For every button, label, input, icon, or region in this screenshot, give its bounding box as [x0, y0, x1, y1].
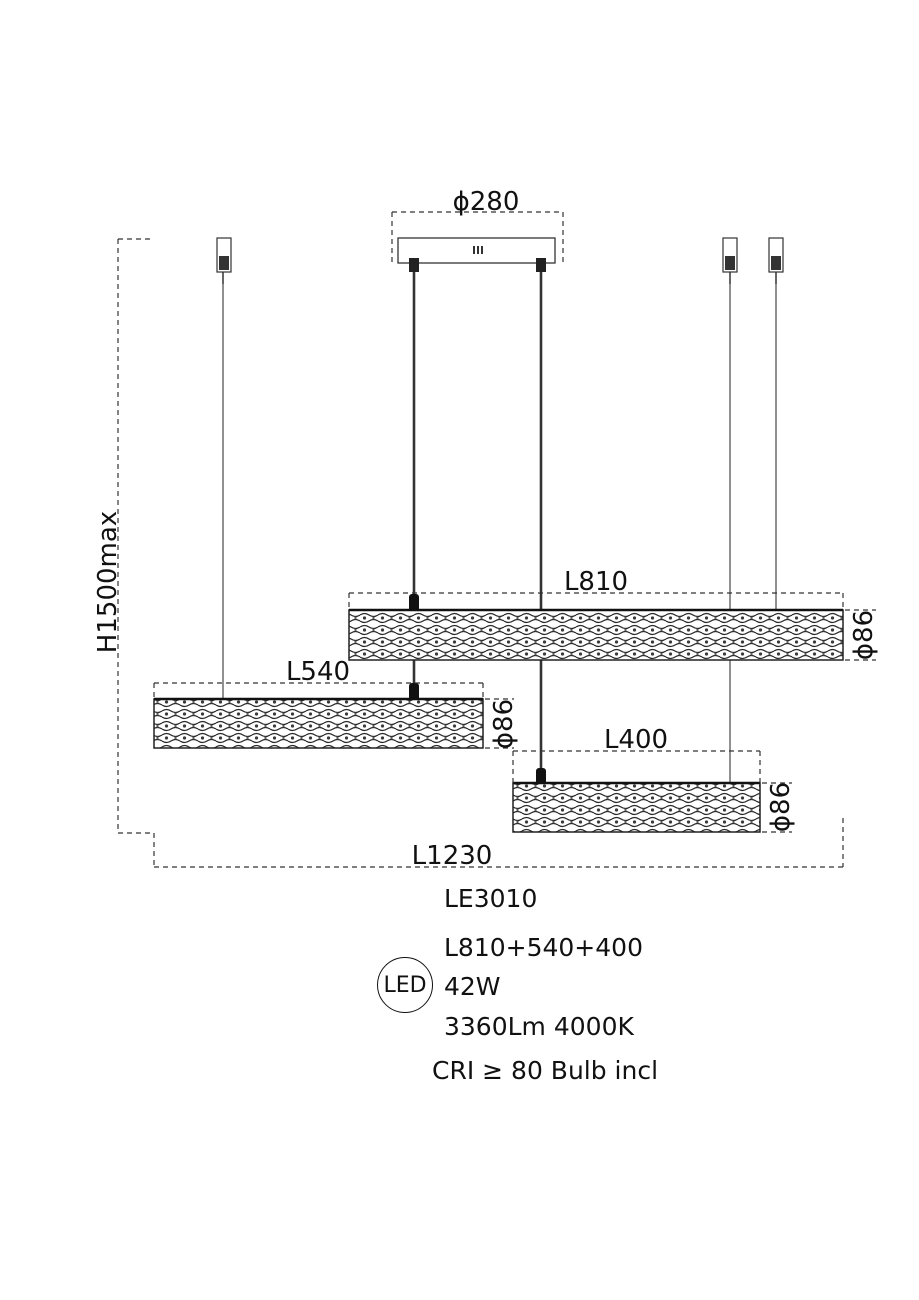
suspension-cables	[222, 284, 777, 784]
light-bar-right	[512, 781, 761, 833]
led-badge: LED	[377, 957, 433, 1013]
power-rating: 42W	[444, 972, 501, 1001]
light-bar-top-length-label: L810	[564, 567, 628, 597]
model-number: LE3010	[444, 884, 538, 913]
total-length-label: L1230	[412, 841, 493, 871]
light-bar-right-dimension	[512, 750, 792, 833]
lumen-color-temp: 3360Lm 4000K	[444, 1012, 634, 1041]
ceiling-anchor-left	[216, 237, 232, 284]
light-bar-left	[153, 697, 484, 749]
canopy-diameter-label: ϕ280	[453, 187, 520, 217]
light-bar-left-dimension	[153, 682, 514, 749]
light-bar-right-length-label: L400	[604, 725, 668, 755]
light-bar-top-diameter-label: ϕ86	[849, 610, 879, 660]
ceiling-anchor-right	[768, 237, 784, 284]
light-bar-top-dimension	[348, 592, 876, 661]
light-bar-left-length-label: L540	[286, 657, 350, 687]
light-bar-top	[348, 608, 844, 661]
height-label: H1500max	[93, 511, 123, 653]
cri-rating: CRI ≥ 80 Bulb incl	[432, 1056, 659, 1085]
height-dimension	[117, 238, 150, 834]
total-length-dimension	[153, 818, 844, 868]
canopy-dimension: ϕ280	[391, 187, 564, 262]
light-bar-left-diameter-label: ϕ86	[489, 699, 519, 749]
light-bar-right-diameter-label: ϕ86	[766, 782, 796, 832]
bar-lengths: L810+540+400	[444, 933, 643, 962]
ceiling-anchor-mid	[722, 237, 738, 284]
canopy	[397, 237, 556, 272]
